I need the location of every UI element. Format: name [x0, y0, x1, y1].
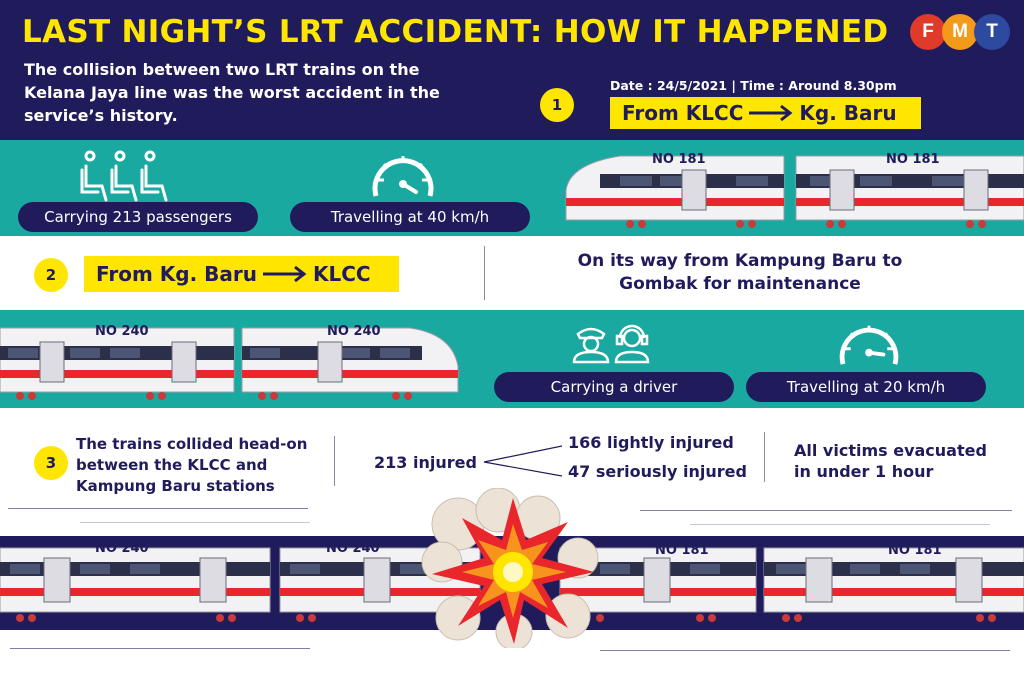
step-number-3: 3 — [34, 446, 68, 480]
route-from: From KLCC — [622, 101, 744, 125]
arrow-right-icon — [749, 104, 793, 122]
divider — [764, 432, 765, 482]
train-number-label: NO 240 — [326, 541, 380, 556]
date-time: Date : 24/5/2021 | Time : Around 8.30pm — [610, 78, 897, 93]
train-number-label: NO 181 — [655, 543, 709, 558]
train-number-label: NO 181 — [888, 543, 942, 558]
collision-line: between the KLCC and — [76, 456, 268, 474]
train-icon — [0, 327, 459, 400]
divider — [640, 510, 1012, 511]
divider — [334, 436, 335, 486]
divider — [10, 648, 310, 649]
divider — [8, 508, 308, 509]
description-line: Gombak for maintenance — [619, 274, 861, 294]
logo-letter-t: T — [974, 14, 1010, 50]
train-number-label: NO 240 — [95, 324, 149, 339]
headset-icon — [614, 324, 650, 364]
driver-icon — [572, 327, 610, 364]
evacuation-line: All victims evacuated — [794, 441, 987, 460]
train-icon — [565, 155, 1024, 228]
evacuation-line: in under 1 hour — [794, 462, 934, 481]
subtitle: The collision between two LRT trains on … — [24, 58, 524, 127]
train-number-label: NO 240 — [95, 541, 149, 556]
speed-pill-20: Travelling at 20 km/h — [746, 372, 986, 402]
subtitle-line: Kelana Jaya line was the worst accident … — [24, 83, 440, 102]
route-to: Kg. Baru — [799, 101, 897, 125]
train-number-label: NO 181 — [886, 152, 940, 167]
subtitle-line: service’s history. — [24, 106, 178, 125]
injured-total: 213 injured — [374, 453, 477, 472]
logo-letter-m: M — [942, 14, 978, 50]
subtitle-line: The collision between two LRT trains on … — [24, 60, 420, 79]
fmt-logo: F M T — [910, 14, 1010, 50]
collision-line: The trains collided head-on — [76, 435, 308, 453]
route-box-1: From KLCC Kg. Baru — [610, 97, 921, 129]
explosion-icon — [421, 488, 599, 648]
logo-letter-f: F — [910, 14, 946, 50]
route-box-2: From Kg. Baru KLCC — [84, 256, 399, 292]
speedometer-icon — [839, 325, 899, 365]
evacuation-info: All victims evacuated in under 1 hour — [794, 440, 987, 482]
injured-serious: 47 seriously injured — [568, 462, 747, 481]
page-title: LAST NIGHT’S LRT ACCIDENT: HOW IT HAPPEN… — [22, 14, 889, 50]
passengers-pill: Carrying 213 passengers — [18, 202, 258, 232]
step-number-2: 2 — [34, 258, 68, 292]
train-number-label: NO 240 — [327, 324, 381, 339]
driver-pill: Carrying a driver — [494, 372, 734, 402]
arrow-right-icon — [263, 265, 307, 283]
injured-light: 166 lightly injured — [568, 433, 734, 452]
route-to: KLCC — [313, 262, 371, 286]
branch-lines — [483, 445, 562, 477]
maintenance-description: On its way from Kampung Baru to Gombak f… — [540, 250, 940, 296]
divider — [600, 650, 1010, 651]
collision-description: The trains collided head-on between the … — [76, 434, 336, 497]
speedometer-icon — [372, 156, 434, 197]
divider — [80, 522, 310, 523]
speed-pill-40: Travelling at 40 km/h — [290, 202, 530, 232]
divider — [484, 246, 485, 300]
divider — [690, 524, 990, 525]
route-from: From Kg. Baru — [96, 262, 258, 286]
seats-icon — [80, 150, 168, 202]
step-number-1: 1 — [540, 88, 574, 122]
train-number-label: NO 181 — [652, 152, 706, 167]
description-line: On its way from Kampung Baru to — [577, 251, 903, 271]
collision-line: Kampung Baru stations — [76, 477, 275, 495]
